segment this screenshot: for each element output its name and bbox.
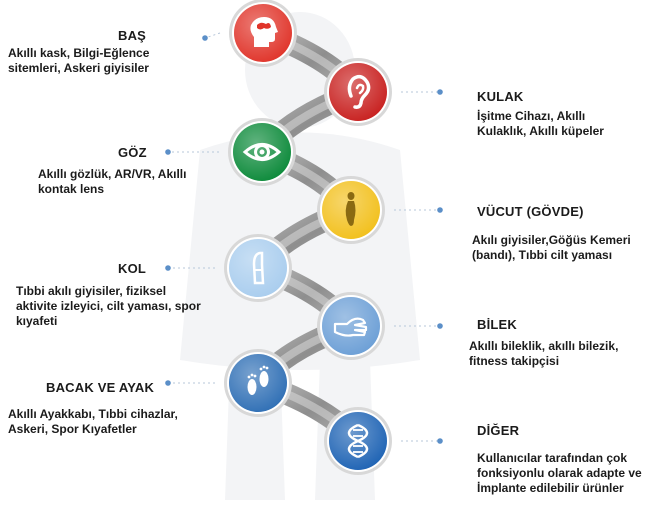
node-shine [229,354,287,412]
category-desc: Tıbbi akılı giyisiler, fiziksel aktivite… [16,284,201,328]
ear-inner [355,83,365,95]
ear-outline [347,74,371,109]
dna-strand-b [347,423,369,459]
label-dots [165,32,443,444]
torso-body [345,201,356,226]
hand-outline [333,317,368,337]
toe [250,373,254,377]
node-shine [322,297,380,355]
leader-dot [165,380,171,386]
leader-dot [437,323,443,329]
head-silhouette [250,17,278,47]
head-icon [250,17,278,47]
node-shine [229,239,287,297]
footprint-right [259,371,269,387]
icon-nodes [224,0,392,475]
leader-dot [165,149,171,155]
footprint-left [247,379,257,395]
ear-icon [347,74,371,109]
category-desc: Akıllı gözlük, AR/VR, Akıllı kontak lens [38,167,187,196]
node-dna [324,407,392,475]
eye-outline [242,143,282,161]
node-ear [324,58,392,126]
toe [247,375,251,379]
category-desc: Akıllı bileklik, akıllı bilezik, fitness… [469,339,619,368]
torso-head [347,192,355,200]
node-wrist [317,292,385,360]
leader-dot [202,35,208,41]
toe [253,374,257,378]
node-torso [317,176,385,244]
eye-iris [254,144,270,160]
leader-dot [165,265,171,271]
dna-icon [347,423,369,459]
category-desc: Akıllı Ayakkabı, Tıbbi cihazlar, Askeri,… [8,407,178,436]
category-desc: Akıllı kask, Bilgi-Eğlence sitemleri, As… [8,46,150,75]
category-desc: Kullanıcılar tarafından çok fonksiyonlu … [477,451,642,495]
brain-shape [257,22,271,30]
node-arm [224,234,292,302]
toe [259,367,263,371]
arm-outline [252,251,265,285]
eye-icon [242,143,282,161]
node-shine [329,63,387,121]
wrist-icon [333,317,368,337]
arm-icon [252,251,265,285]
node-eye [228,118,296,186]
toe [262,365,266,369]
leader-dot [437,438,443,444]
torso-icon [345,192,356,226]
node-head [229,0,297,67]
leader-dot [437,89,443,95]
eye-pupil [259,149,265,155]
footprints-icon [247,365,269,395]
category-desc: Akılı giyisiler,Göğüs Kemeri (bandı), Tı… [472,233,631,262]
leader-dot [437,207,443,213]
toe [265,366,269,370]
category-desc: İşitme Cihazı, Akıllı Kulaklık, Akıllı k… [477,109,604,138]
node-footprints [224,349,292,417]
